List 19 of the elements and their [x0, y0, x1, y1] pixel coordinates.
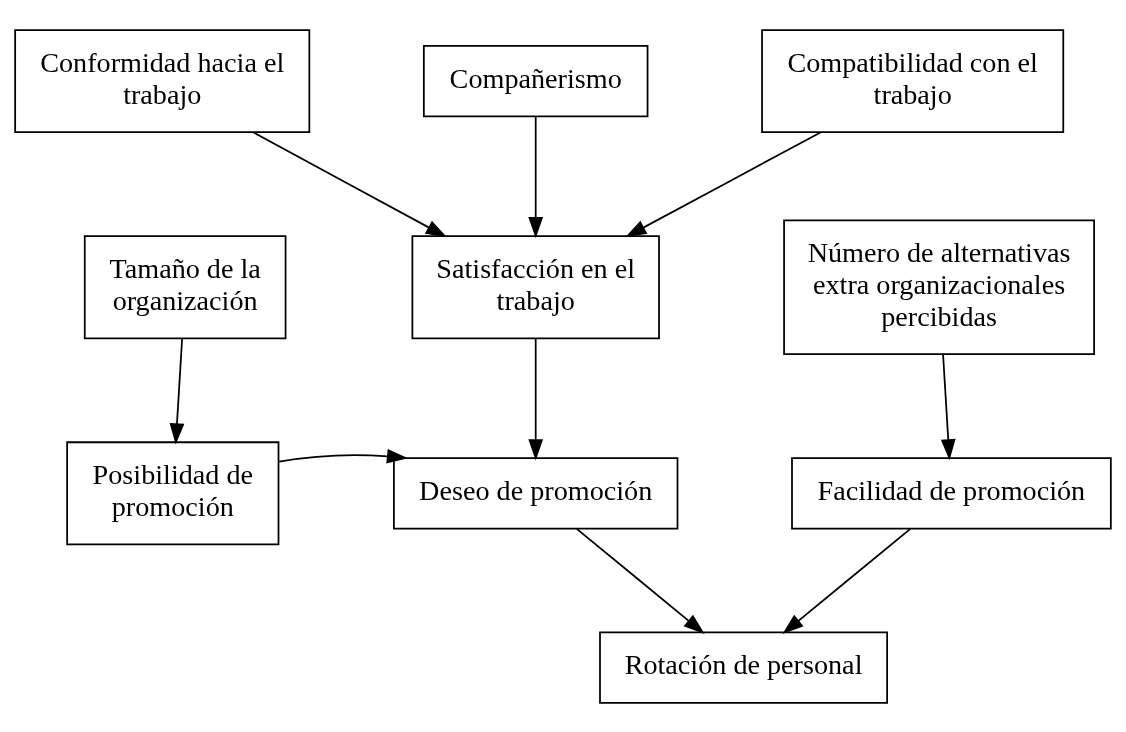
arrow [278, 448, 409, 464]
node-box: Compañerismo [422, 44, 649, 117]
node-box: Satisfacción en el trabajo [411, 234, 660, 339]
arrow [940, 352, 956, 460]
arrow [252, 131, 447, 237]
arrow [528, 337, 544, 460]
node-box: Posibilidad de promoción [66, 440, 280, 545]
arrow [528, 115, 544, 238]
arrow [169, 337, 185, 444]
node-box: Número de alternativas extra organizacionales percibidas [783, 218, 1095, 355]
node-box: Compatibilidad con el trabajo [761, 28, 1065, 133]
arrow [575, 527, 705, 634]
node-box: Tamaño de la organización [83, 234, 287, 339]
node-box: Deseo de promoción [393, 456, 679, 529]
node-box: Rotación de personal [599, 631, 888, 704]
node-box: Facilidad de promoción [791, 456, 1112, 529]
arrow [625, 131, 822, 237]
arrow [782, 527, 912, 634]
node-box: Conformidad hacia el trabajo [14, 28, 311, 133]
